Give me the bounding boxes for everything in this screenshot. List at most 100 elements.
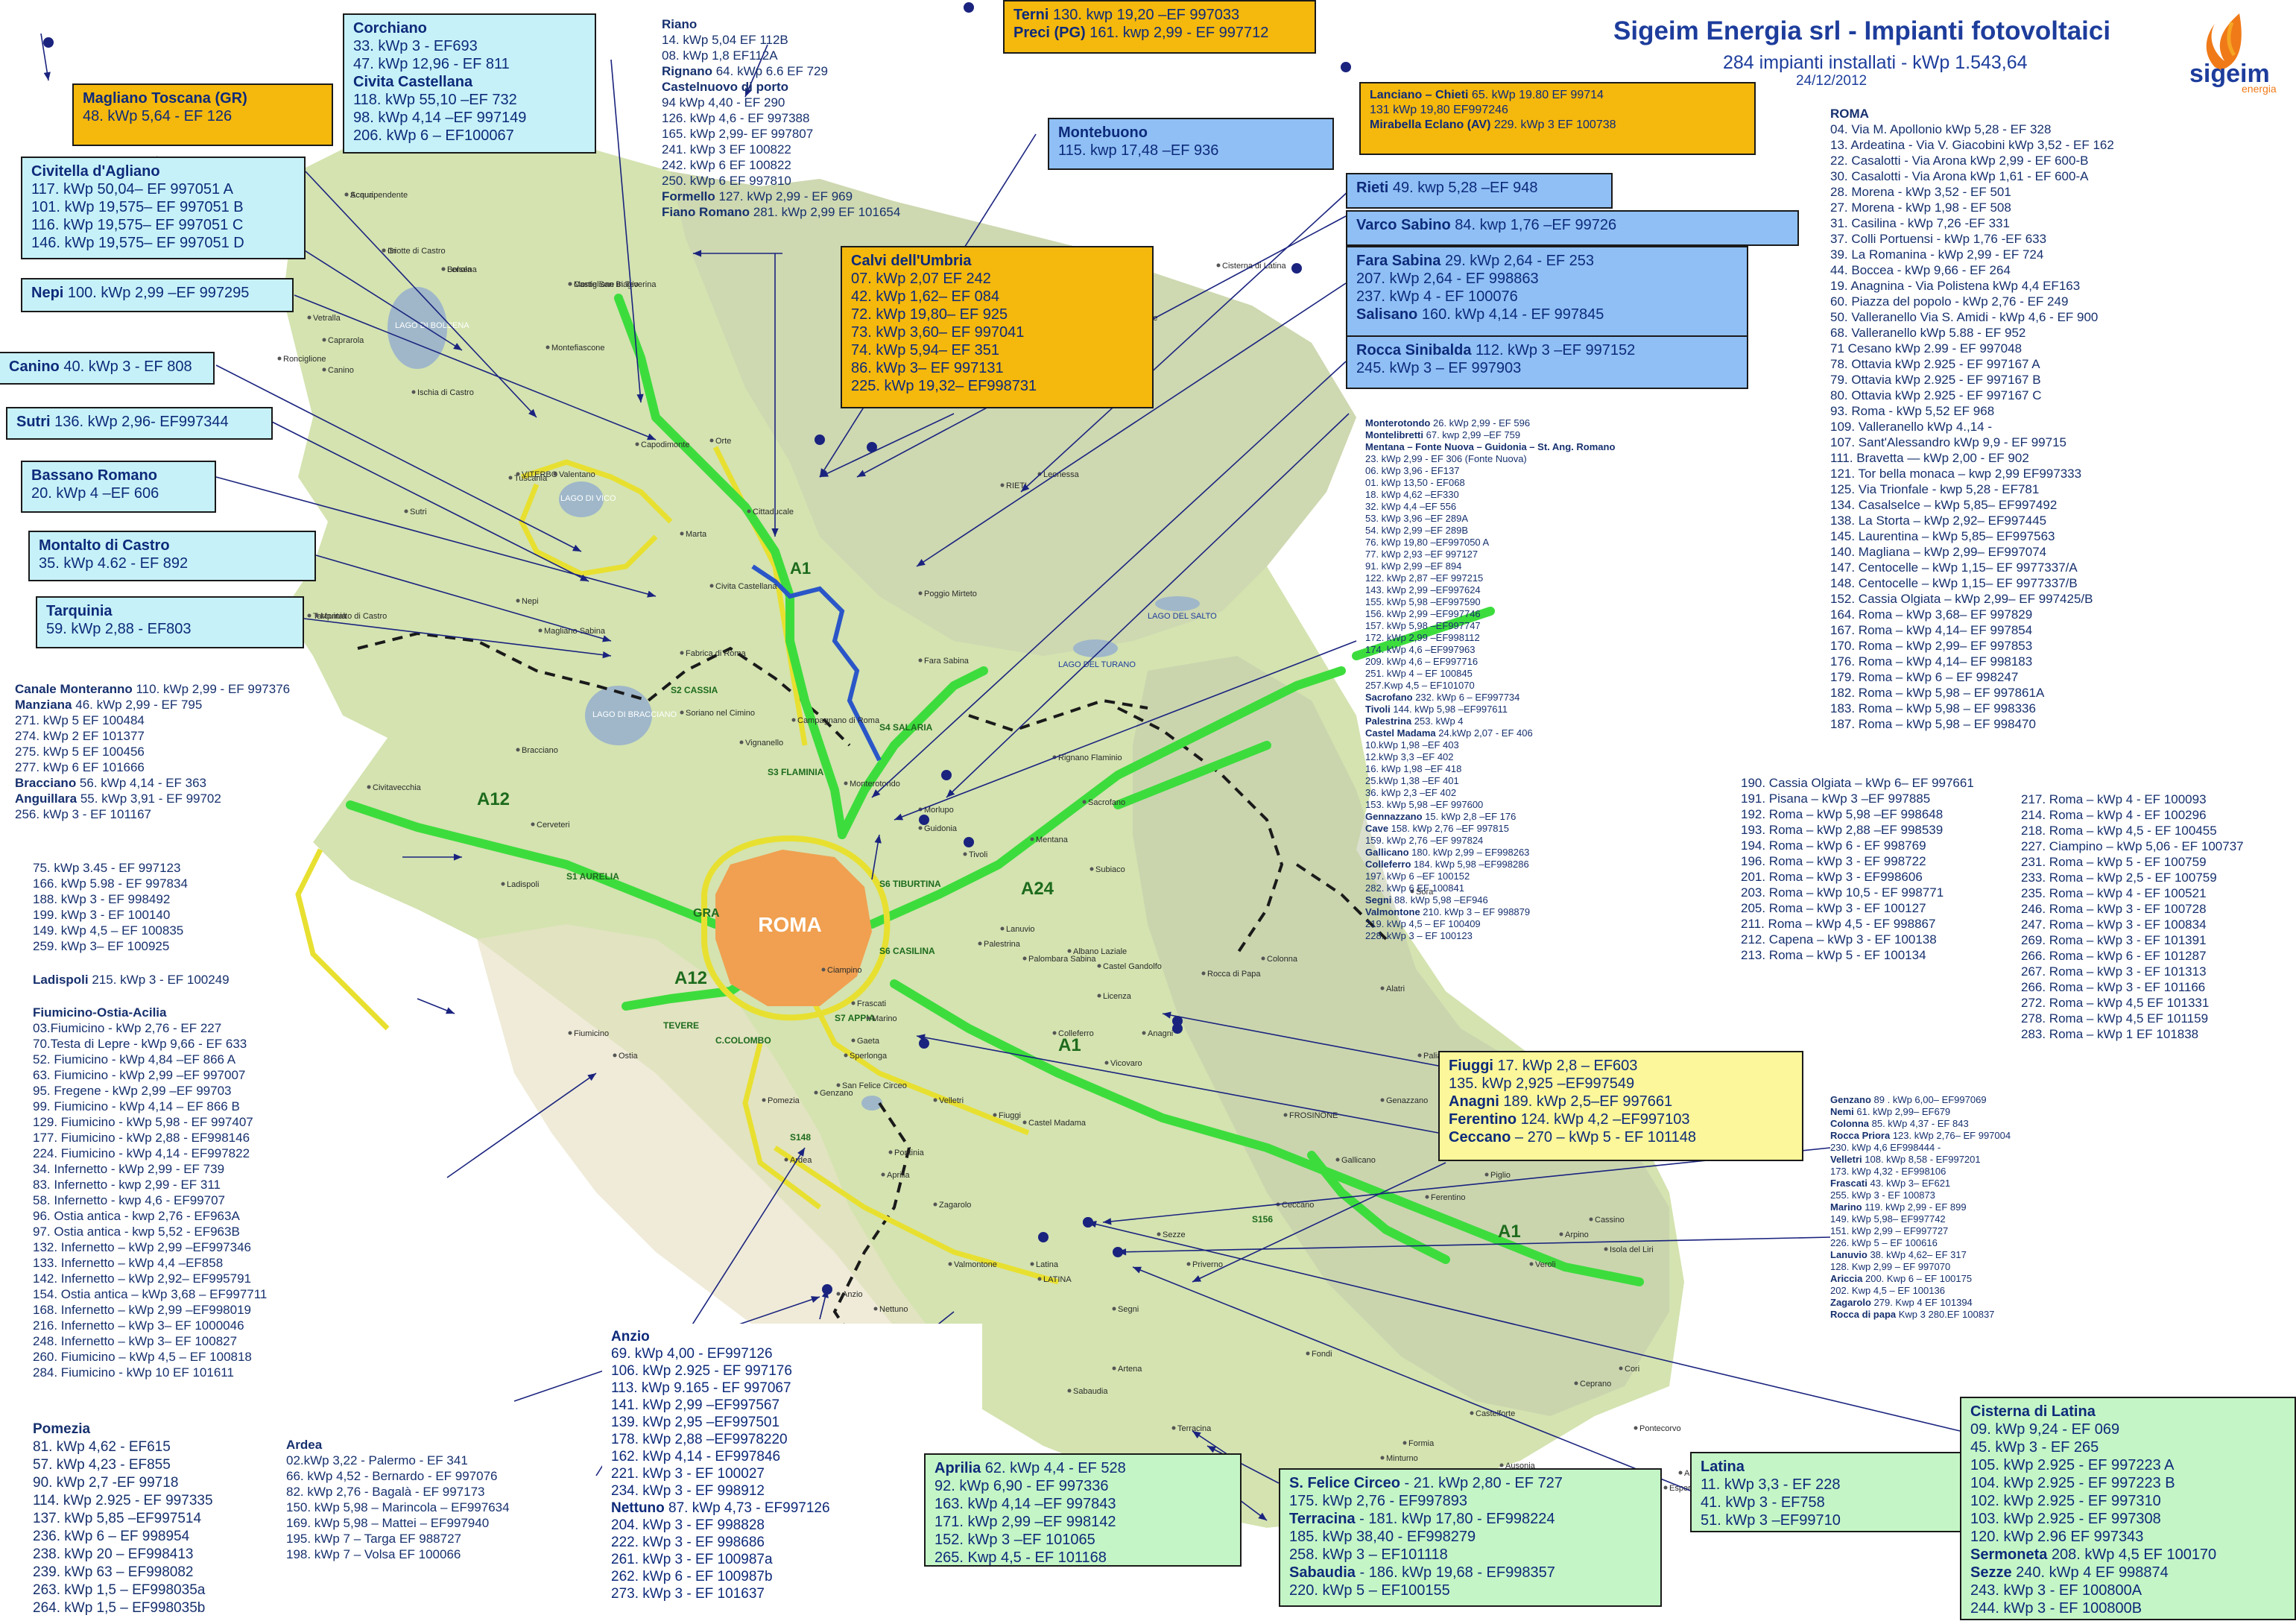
place-marker xyxy=(538,628,543,633)
plant-entry: 260. Fiumicino – kWp 4,5 – EF 100818 xyxy=(33,1349,267,1365)
location-name: Manziana xyxy=(15,698,72,712)
plant-entry: 103. kWp 2.925 - EF 997308 xyxy=(1970,1510,2286,1528)
location-name: Tarquinia xyxy=(46,603,113,619)
plant-entry: 267. Roma – kWp 3 - EF 101313 xyxy=(2021,964,2244,979)
place-marker xyxy=(1067,1388,1072,1393)
location-name: Bracciano xyxy=(15,776,77,790)
plant-entry: 264. kWp 1,5 – EF998035b xyxy=(33,1599,213,1617)
plant-list-ladispoli: Ladispoli 215. kWp 3 - EF 100249 xyxy=(33,972,230,988)
plant-detail: 26. kWp 2,99 - EF 596 xyxy=(1430,417,1531,429)
plant-entry: 235. Roma – kWp 4 - EF 100521 xyxy=(2021,885,2244,901)
plant-detail: 279. Kwp 4 EF 101394 xyxy=(1870,1297,1973,1308)
place-marker xyxy=(322,367,326,372)
plant-entry: 257.Kwp 4,5 – EF101070 xyxy=(1365,680,1615,692)
plant-entry: 48. kWp 5,64 - EF 126 xyxy=(83,107,323,125)
plant-detail: 253. kWp 4 xyxy=(1411,715,1464,727)
place-label: Cerveteri xyxy=(537,821,570,830)
plant-entry: 190. Cassia Olgiata – kWp 6– EF 997661 xyxy=(1741,775,1974,791)
place-label: Bolsena xyxy=(447,265,478,274)
place-marker xyxy=(516,748,520,752)
plant-detail: 275. kWp 5 EF 100456 xyxy=(15,745,145,759)
place-label: Gaeta xyxy=(857,1037,880,1046)
plant-detail: 20. kWp 4 –EF 606 xyxy=(31,485,159,502)
plant-detail: 56. kWp 4,14 - EF 363 xyxy=(76,776,207,790)
plant-entry: 74. kWp 5,94– EF 351 xyxy=(851,341,1143,359)
place-marker xyxy=(918,658,923,663)
plant-entry: Tivoli 144. kWp 5,98 –EF997611 xyxy=(1365,704,1615,715)
location-name: Fara Sabina xyxy=(1356,253,1441,269)
plant-detail: 79. Ottavia kWp 2.925 - EF 997167 B xyxy=(1830,373,2041,387)
plant-entry: 157. kWp 5,98 –EF997747 xyxy=(1365,620,1615,632)
plant-detail: 196. Roma – kWp 3 - EF 998722 xyxy=(1741,854,1926,868)
plant-detail: 61. kWp 2,99– EF679 xyxy=(1853,1106,1951,1117)
plant-detail: 171. kWp 2,99 –EF 998142 xyxy=(934,1514,1116,1530)
place-label: Marta xyxy=(686,530,707,539)
road-label: A1 xyxy=(1058,1035,1081,1055)
plant-entry: 20. kWp 4 –EF 606 xyxy=(31,484,206,502)
road-label: S3 FLAMINIA xyxy=(768,767,824,777)
plant-detail: 169. kWp 5,98 – Mattei – EF997940 xyxy=(286,1516,490,1530)
plant-detail: 39. La Romanina - kWp 2,99 - EF 724 xyxy=(1830,247,2044,262)
location-name: Magliano Toscana (GR) xyxy=(83,90,247,107)
plant-detail: 22. Casalotti - Via Arona kWp 2,99 - EF … xyxy=(1830,154,2089,168)
plant-detail: 90. kWp 2,7 -EF 99718 xyxy=(33,1475,179,1491)
plant-detail: 195. kWp 7 – Targa EF 988727 xyxy=(286,1532,462,1546)
plant-entry: 111. Bravetta — kWp 2,00 - EF 902 xyxy=(1830,450,2114,466)
plant-detail: 03.Fiumicino - kWp 2,76 - EF 227 xyxy=(33,1021,222,1035)
place-label: Zagarolo xyxy=(939,1201,971,1210)
plant-entry: Nettuno 87. kWp 4,73 - EF997126 xyxy=(611,1500,973,1517)
plant-detail: 255. kWp 3 - EF 100873 xyxy=(1830,1189,1935,1201)
leader-line xyxy=(294,294,657,440)
plant-entry: 07. kWp 2,07 EF 242 xyxy=(851,270,1143,288)
plant-entry: Aprilia 62. kWp 4,4 - EF 528 xyxy=(934,1459,1231,1477)
place-marker xyxy=(1186,1262,1191,1266)
lake-label: LAGO DI BOLSENA xyxy=(395,321,469,330)
sea xyxy=(238,611,1684,1624)
plant-detail: 94 kWp 4,40 - EF 290 xyxy=(662,95,785,110)
place-label: Sutri xyxy=(410,508,427,516)
plant-entry: Cave 158. kWp 2,76 –EF 997815 xyxy=(1365,823,1615,835)
plant-entry: 19. Anagnina - Via Polistena kWp 4,4 EF1… xyxy=(1830,278,2114,294)
road-label: A24 xyxy=(1021,879,1054,899)
plant-detail: 205. Roma – kWp 3 - EF 100127 xyxy=(1741,901,1926,915)
plant-entry: 149. kWp 4,5 – EF 100835 xyxy=(33,923,188,938)
plant-entry: 166. kWp 5.98 - EF 997834 xyxy=(33,876,188,891)
location-name: Terni xyxy=(1013,7,1049,23)
plant-detail: 81. kWp 4,62 - EF615 xyxy=(33,1439,171,1455)
plant-entry: 174. kWp 4,6 –EF997963 xyxy=(1365,644,1615,656)
plant-entry: 117. kWp 50,04– EF 997051 A xyxy=(31,180,295,198)
leader-arrows xyxy=(40,33,1961,1521)
plant-detail: 188. kWp 3 - EF 998492 xyxy=(33,892,171,906)
plant-detail: 244. kWp 3 - EF 100800B xyxy=(1970,1600,2142,1617)
plant-detail: 233. Roma – kWp 2,5 - EF 100759 xyxy=(2021,871,2217,885)
plant-entry: 197. kWp 6 –EF 100152 xyxy=(1365,871,1615,882)
place-label: Genazzano xyxy=(1386,1096,1428,1105)
plant-detail: 73. kWp 3,60– EF 997041 xyxy=(851,324,1025,341)
place-label: VITERBO xyxy=(522,470,558,479)
road-labels: A1 A1 A1 A12 A12 A24 GRA S1 AURELIA S4 S… xyxy=(477,559,1521,1242)
plant-detail: 64. kWp 6.6 EF 729 xyxy=(712,64,828,78)
place-marker xyxy=(382,248,386,253)
plant-detail: 107. Sant'Alessandro kWp 9,9 - EF 99715 xyxy=(1830,435,2066,449)
plant-detail: 87. kWp 4,73 - EF997126 xyxy=(664,1500,830,1516)
plant-detail: 178. kWp 2,88 –EF9978220 xyxy=(611,1432,788,1447)
plant-detail: 172. kWp 2,99 –EF998112 xyxy=(1365,632,1480,643)
plant-entry: 134. Casalselce – kWp 5,85– EF997492 xyxy=(1830,497,2114,513)
place-label: Ladispoli xyxy=(507,880,539,889)
plant-entry: Bassano Romano xyxy=(31,467,206,484)
arrowhead xyxy=(745,88,752,97)
plant-entry: 243. kWp 3 - EF 100800A xyxy=(1970,1582,2286,1599)
location-name: Nettuno xyxy=(611,1500,665,1516)
location-name: Zagarolo xyxy=(1830,1297,1871,1308)
plant-entry: Canino 40. kWp 3 - EF 808 xyxy=(9,358,204,376)
plant-detail: 113. kWp 9.165 - EF 997067 xyxy=(611,1380,791,1396)
plant-detail: 30. Casalotti - Via Arona kWp 1,61 - EF … xyxy=(1830,169,2089,183)
plant-detail: 219. kWp 4,5 – EF 100409 xyxy=(1365,918,1481,929)
place-marker xyxy=(836,1083,841,1087)
plant-location-dot xyxy=(964,2,974,13)
plant-detail: 48. kWp 5,64 - EF 126 xyxy=(83,108,233,124)
